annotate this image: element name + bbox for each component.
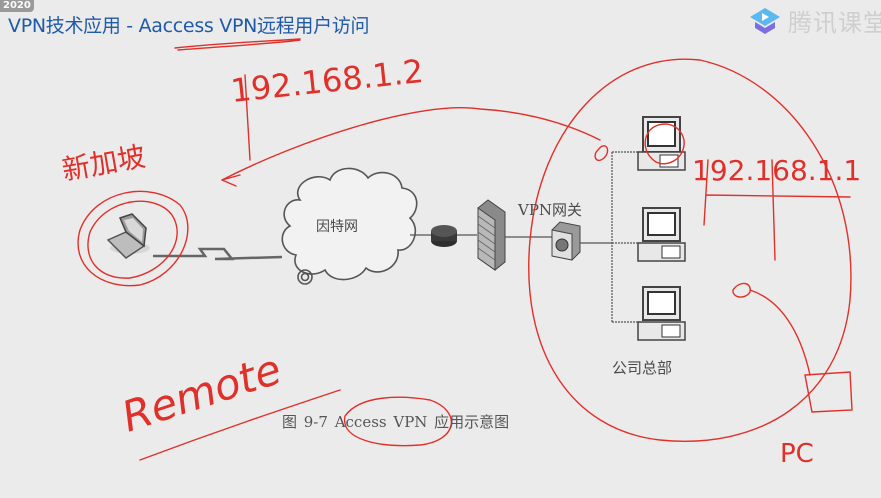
laptop-icon (106, 213, 150, 259)
local-ip-text: 192.168.1.1 (692, 154, 861, 187)
pc-2-icon (637, 207, 686, 262)
brand-logo: 腾讯课堂 (748, 3, 881, 38)
lan-bus (611, 151, 640, 323)
play-cap-icon (750, 7, 780, 34)
circle-laptop (77, 190, 189, 287)
slide-title: VPN技术应用 - Aaccess VPN远程用户访问 (8, 15, 370, 37)
watermark-badge: 2020 (0, 0, 34, 12)
arrow-laptop (221, 174, 241, 187)
ellipse-hq (528, 58, 852, 442)
arc-link (221, 107, 601, 181)
internet-label: 因特网 (316, 219, 358, 235)
remote-underline (139, 389, 341, 461)
figure-caption: 图 9-7 Access VPN 应用示意图 (282, 413, 510, 431)
pc-word-text: PC (780, 439, 814, 469)
router-icon (431, 225, 457, 247)
vpn-gateway-icon (551, 221, 581, 261)
internet-cloud-icon (281, 167, 418, 285)
vpn-gateway-label: VPN网关 (518, 201, 583, 219)
remote-ip-text: 192.168.1.2 (229, 52, 425, 110)
handwritten-annotations (77, 38, 853, 461)
pc-box (804, 371, 853, 413)
pc-link (749, 289, 811, 376)
circle-caption (344, 396, 453, 447)
mouse-scribble (732, 282, 751, 298)
pc-3-icon (637, 286, 686, 341)
location-text: 新加坡 (59, 140, 147, 187)
headquarters-label: 公司总部 (612, 359, 673, 377)
circle-laptop-2 (87, 200, 178, 279)
ip-tick (244, 74, 251, 161)
firewall-icon (477, 199, 506, 271)
remote-word-text: Remote (116, 344, 287, 441)
brand-name: 腾讯课堂 (788, 9, 881, 37)
local-ip-bracket (703, 159, 851, 261)
wireless-link (153, 247, 283, 261)
handwritten-text: 192.168.1.2 192.168.1.1 新加坡 Remote PC (59, 52, 861, 469)
dot-8 (594, 145, 609, 162)
circle-pc-1 (644, 123, 685, 165)
title-underline (174, 38, 301, 51)
